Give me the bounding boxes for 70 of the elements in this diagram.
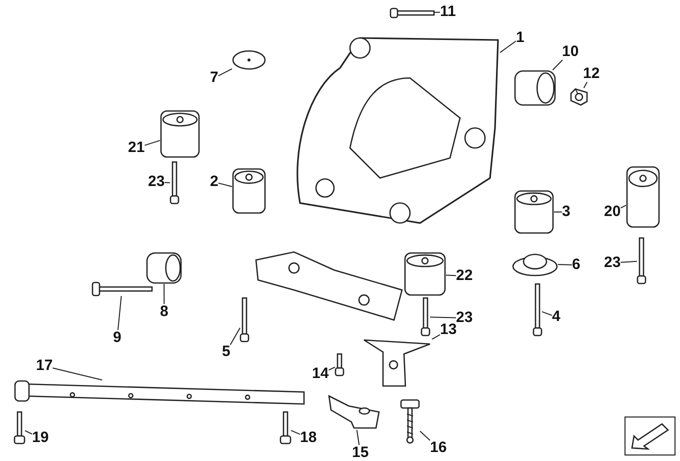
callout-number: 22 [456, 268, 473, 284]
bolt-drawing [390, 8, 434, 18]
callout-number: 16 [430, 440, 447, 456]
callout-number: 20 [604, 204, 621, 220]
callout-number: 23 [456, 310, 473, 326]
leader-line [164, 182, 170, 184]
callout-number: 17 [36, 358, 53, 374]
leader-line [434, 12, 440, 13]
callout-number: 11 [440, 4, 456, 20]
callout-number: 23 [148, 174, 165, 190]
bushing-drawing [404, 252, 446, 296]
bushing-drawing [514, 70, 556, 106]
callout-number: 4 [552, 309, 560, 325]
washer-drawing [512, 252, 558, 276]
callout-number: 14 [312, 366, 329, 382]
callout-number: 5 [222, 344, 230, 360]
callout-number: 12 [583, 66, 600, 82]
callout-number: 2 [210, 174, 218, 190]
bolt-drawing [240, 298, 249, 342]
callout-number: 13 [440, 322, 457, 338]
nut-drawing [570, 88, 588, 106]
leader-line [542, 311, 552, 316]
bolt-drawing [280, 412, 291, 444]
leader-line [500, 40, 516, 54]
callout-number: 1 [516, 30, 524, 46]
callout-number: 18 [300, 430, 317, 446]
clip-drawing [400, 400, 420, 444]
bolt-drawing [170, 162, 179, 204]
leader-line [290, 430, 300, 435]
bolt-drawing [92, 282, 152, 296]
bushing-drawing [514, 190, 554, 234]
leader-line [430, 316, 456, 318]
leader-line [52, 368, 103, 380]
leader-line [446, 274, 456, 276]
callout-number: 3 [562, 204, 570, 220]
plate-drawing [232, 50, 266, 70]
callout-number: 6 [572, 257, 580, 273]
callout-number: 7 [210, 70, 218, 86]
leader-line [620, 260, 638, 263]
bolt-drawing [421, 298, 430, 336]
callout-number: 8 [160, 304, 168, 320]
bushing-drawing [232, 168, 266, 214]
bolt-drawing [637, 238, 646, 284]
bushing-drawing [160, 110, 200, 158]
bolt-drawing [533, 284, 542, 336]
callout-number: 21 [128, 140, 145, 156]
leader-line [552, 60, 563, 70]
leader-line [328, 366, 336, 371]
callout-number: 23 [604, 255, 621, 271]
bushing-drawing [146, 252, 182, 284]
leader-line [218, 182, 232, 188]
leader-line [432, 334, 440, 340]
bolt-drawing [14, 412, 25, 444]
leader-line [356, 430, 360, 446]
callout-number: 10 [562, 44, 579, 60]
leader-line [558, 264, 572, 266]
callout-number: 19 [32, 430, 49, 446]
leader-line [117, 296, 122, 330]
bolt-drawing [335, 354, 344, 376]
leader-line [144, 140, 160, 146]
leader-line [230, 327, 240, 346]
leader-line [583, 82, 588, 88]
leader-line [24, 430, 32, 434]
leader-line [164, 284, 165, 304]
bushing-drawing [626, 166, 660, 228]
leader-line [420, 430, 430, 441]
callout-number: 9 [113, 330, 122, 346]
leader-line [218, 68, 232, 76]
shield-drawing [328, 392, 380, 430]
callout-number: 15 [352, 445, 369, 461]
